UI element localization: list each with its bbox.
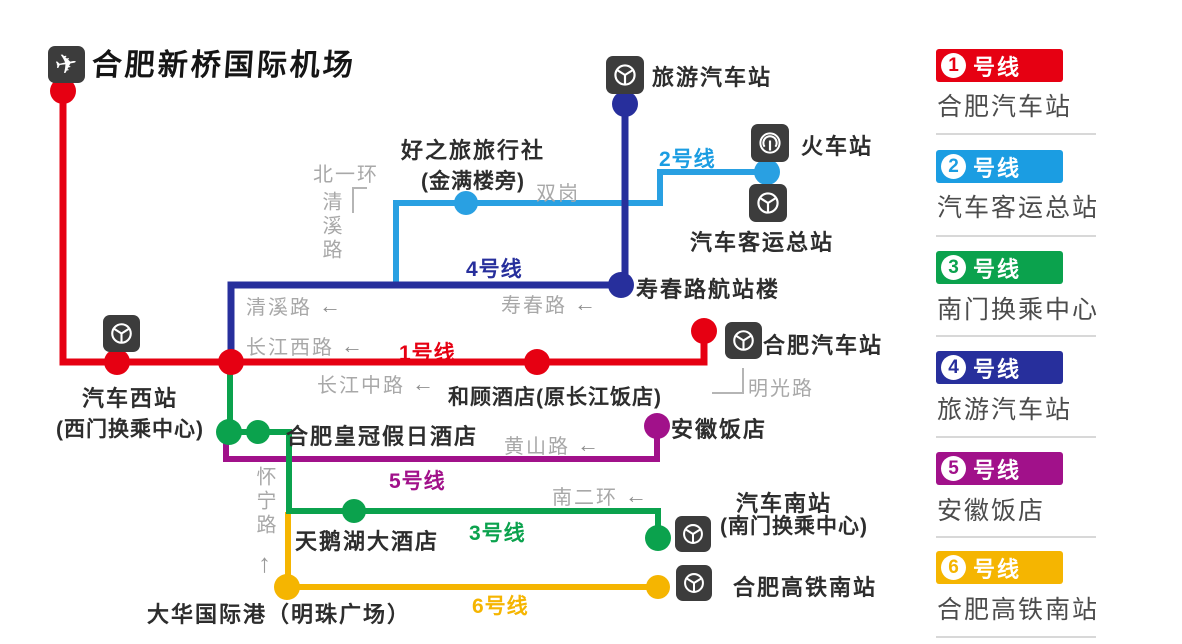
legend-line3-terminus: 南门换乘中心 xyxy=(937,296,1100,324)
dot-train-station xyxy=(754,159,780,185)
dot-airport-line1 xyxy=(50,78,76,104)
left-arrow-icon: ← xyxy=(577,431,601,457)
station-label-hegu-hotel: 和顾酒店(原长江饭店) xyxy=(448,386,662,409)
legend-line5-badge: 5 号线 xyxy=(936,452,1063,485)
station-label-travel-agency: 好之旅旅行社 (金满楼旁) xyxy=(400,138,545,193)
legend-divider xyxy=(936,335,1096,337)
legend-line6-terminus: 合肥高铁南站 xyxy=(937,596,1100,624)
bus-station-icon xyxy=(606,56,644,94)
dot-travel-agency xyxy=(454,191,478,215)
legend-line4-badge: 4 号线 xyxy=(936,351,1063,384)
line5-path xyxy=(223,426,660,462)
dot-hefei-bus-station xyxy=(691,318,717,344)
legend-line1-badge: 1 号线 xyxy=(936,49,1063,82)
legend-line3-badge: 3 号线 xyxy=(936,251,1063,284)
dot-shouchun-terminal xyxy=(608,272,634,298)
legend-divider xyxy=(936,133,1096,135)
dot-south-rail-station xyxy=(646,575,670,599)
bus-station-icon xyxy=(749,184,787,222)
line5-label: 5号线 xyxy=(389,470,446,493)
legend-line2-badge: 2 号线 xyxy=(936,150,1063,183)
legend-line6-badge: 6 号线 xyxy=(936,551,1063,584)
legend-divider xyxy=(936,536,1096,538)
railway-icon xyxy=(751,124,789,162)
left-arrow-icon: ← xyxy=(319,292,343,318)
legend-line5-number: 5 xyxy=(941,456,966,481)
dot-swan-lake-hotel xyxy=(342,499,366,523)
line6-label: 6号线 xyxy=(472,595,529,618)
dot-tourist-bus-station xyxy=(612,91,638,117)
road-label-mingguang-rd: 明光路 xyxy=(748,378,814,400)
bus-station-icon xyxy=(676,565,712,601)
station-label-shouchun-terminal: 寿春路航站楼 xyxy=(636,277,781,302)
road-label-huangshan-rd: 黄山路 ← xyxy=(504,431,601,458)
legend-divider xyxy=(936,636,1096,638)
station-label-swan-lake-hotel: 天鹅湖大酒店 xyxy=(295,529,440,554)
station-label-dahua-port: 大华国际港（明珠广场） xyxy=(147,602,412,627)
legend-line3-number: 3 xyxy=(941,255,966,280)
line1-path xyxy=(59,91,708,366)
bus-station-icon xyxy=(103,315,140,352)
dot-south-bus-station xyxy=(645,525,671,551)
station-label-crowne-plaza: 合肥皇冠假日酒店 xyxy=(286,424,479,449)
station-label-anhui-hotel: 安徽饭店 xyxy=(671,417,768,442)
legend-line2-number: 2 xyxy=(941,154,966,179)
station-label-train-station: 火车站 xyxy=(801,134,874,159)
dot-crowne-plaza xyxy=(246,420,270,444)
bus-station-icon xyxy=(725,322,762,359)
map-title: 合肥新桥国际机场 xyxy=(90,48,357,83)
line2-path xyxy=(393,169,767,286)
legend-divider xyxy=(936,436,1096,438)
line4-label: 4号线 xyxy=(466,258,523,281)
station-label-south-rail-station: 合肥高铁南站 xyxy=(733,575,878,600)
road-corner-mark xyxy=(712,368,744,394)
bus-station-icon xyxy=(675,516,711,552)
line4-path xyxy=(227,104,629,364)
legend-line1-number: 1 xyxy=(941,53,966,78)
left-arrow-icon: ← xyxy=(341,332,365,358)
station-label-south-interchange: (南门换乘中心) xyxy=(720,515,868,538)
road-label-shouchun-rd: 寿春路 ← xyxy=(501,290,598,317)
road-label-south-2nd-ring: 南二环 ← xyxy=(552,482,649,509)
road-label-north-1st-ring: 北一环 xyxy=(313,164,379,186)
road-label-shuanggang: 双岗 xyxy=(536,183,580,205)
road-label-changjiang-mid: 长江中路 ← xyxy=(317,370,436,397)
airplane-icon: ✈ xyxy=(48,46,85,83)
line3-label: 3号线 xyxy=(469,522,526,545)
dot-hegu-hotel xyxy=(524,349,550,375)
station-label-hefei-bus-station: 合肥汽车站 xyxy=(763,333,884,358)
station-label-main-bus-terminal: 汽车客运总站 xyxy=(690,230,835,255)
left-arrow-icon: ← xyxy=(574,290,598,316)
legend-divider xyxy=(936,235,1096,237)
station-label-west-bus-station: 汽车西站 (西门换乘中心) xyxy=(56,386,204,441)
line1-label: 1号线 xyxy=(399,342,456,365)
dot-line3-junction xyxy=(216,419,242,445)
road-corner-mark xyxy=(352,187,367,213)
legend-line1-terminus: 合肥汽车站 xyxy=(937,93,1073,121)
dot-dahua-port xyxy=(274,574,300,600)
up-arrow-icon: ↑ xyxy=(258,548,271,578)
legend-line6-number: 6 xyxy=(941,555,966,580)
legend: 1 号线 合肥汽车站 2 号线 汽车客运总站 3 号线 南门换乘中心 4 号线 … xyxy=(936,0,1182,644)
legend-line5-terminus: 安徽饭店 xyxy=(937,497,1046,525)
road-label-qingxi-rd-vertical: 清溪路 xyxy=(319,191,341,263)
legend-line4-number: 4 xyxy=(941,355,966,380)
legend-line4-terminus: 旅游汽车站 xyxy=(937,396,1073,424)
left-arrow-icon: ← xyxy=(412,370,436,396)
dot-anhui-hotel xyxy=(644,413,670,439)
legend-line2-terminus: 汽车客运总站 xyxy=(937,194,1100,222)
dot-line1-junction xyxy=(218,349,244,375)
station-label-tourist-bus: 旅游汽车站 xyxy=(652,65,773,90)
road-label-qingxi-rd: 清溪路 ← xyxy=(246,292,343,319)
line2-label: 2号线 xyxy=(659,148,716,171)
left-arrow-icon: ← xyxy=(625,482,649,508)
road-label-changjiang-west: 长江西路 ← xyxy=(246,332,365,359)
road-label-huaining-rd: 怀宁路 xyxy=(253,466,275,538)
station-label-south-bus-station: 汽车南站 xyxy=(736,491,833,516)
dot-west-bus-station xyxy=(104,349,130,375)
